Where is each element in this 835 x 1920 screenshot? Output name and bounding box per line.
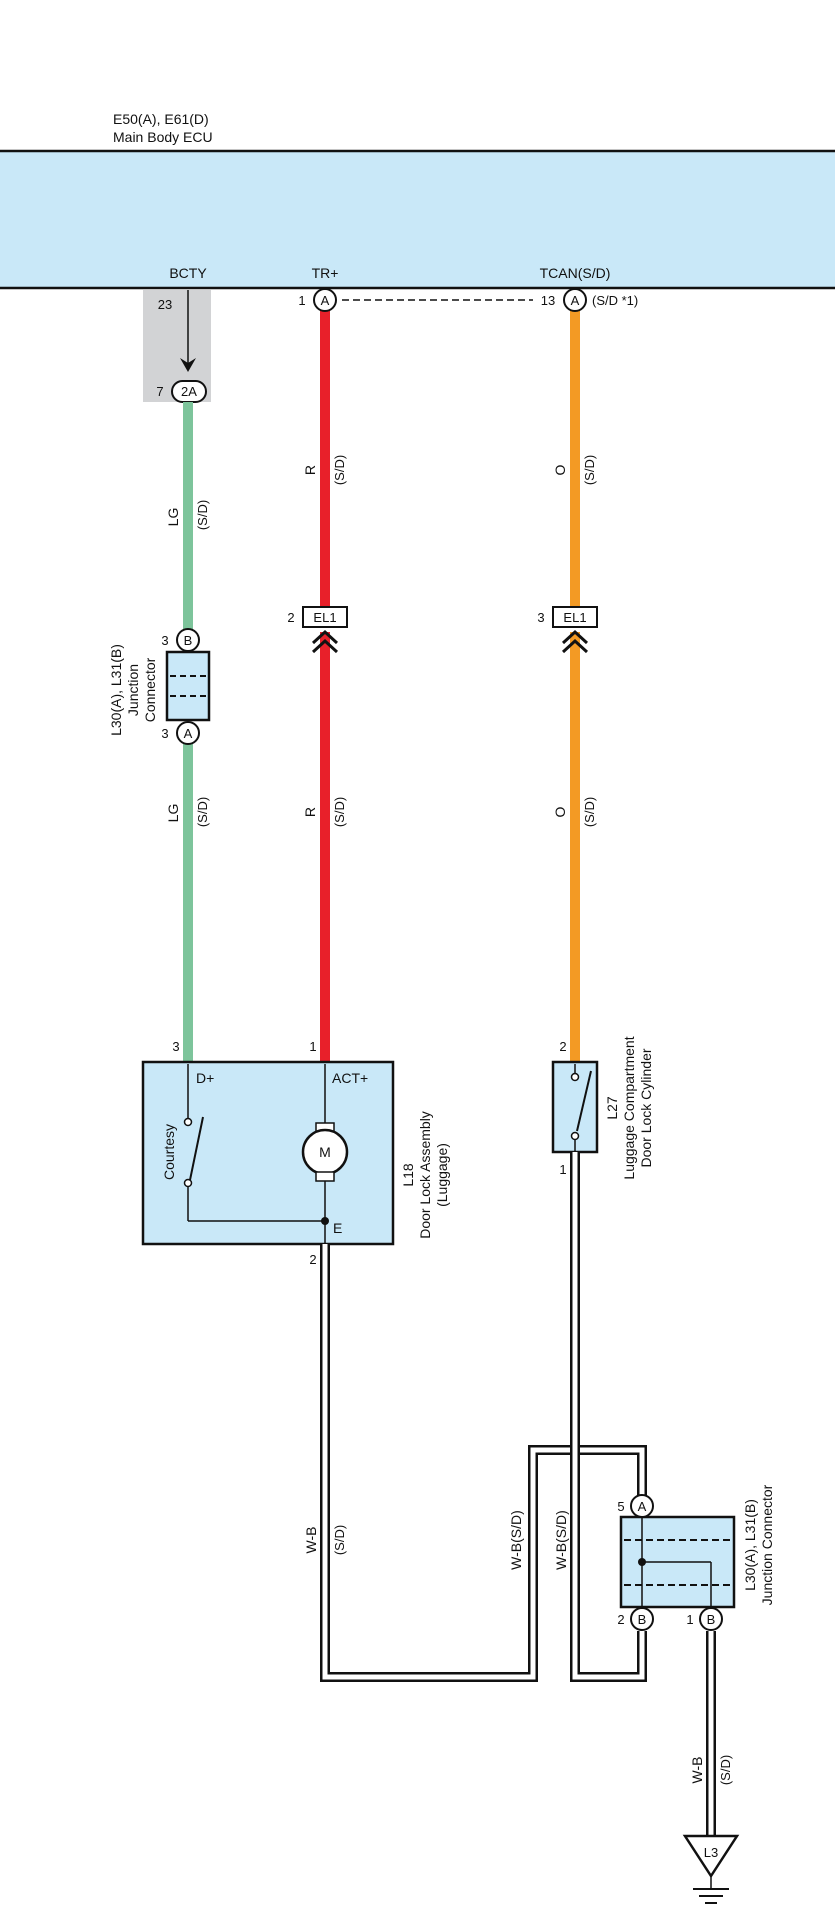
wire-wb-sd-1: (S/D) xyxy=(332,1525,347,1555)
wire-lg-code-1: LG xyxy=(165,508,181,527)
el1-r-pin: 2 xyxy=(287,610,294,625)
jct-top-pin-bottom: 3 xyxy=(161,726,168,741)
door-lock-line3: (Luggage) xyxy=(434,1143,450,1207)
tcan-pin: 13 xyxy=(541,293,555,308)
wire-o-sd-2: (S/D) xyxy=(582,797,597,827)
jct-top-conn-b: B xyxy=(184,633,193,648)
jct-bottom-conn-b-right: B xyxy=(707,1612,716,1627)
jct-bottom-pin-left: 2 xyxy=(617,1612,624,1627)
jct-top-pin-top: 3 xyxy=(161,633,168,648)
door-lock-terminal-act: ACT+ xyxy=(332,1070,368,1086)
door-lock-pin-e: 2 xyxy=(309,1252,316,1267)
cylinder-pin-bottom: 1 xyxy=(559,1162,566,1177)
wire-r-code-2: R xyxy=(302,807,318,817)
wire-wb-sd-code-2: W-B(S/D) xyxy=(508,1510,524,1570)
cylinder-pin-top: 2 xyxy=(559,1039,566,1054)
connector-el1-r: EL1 2 xyxy=(287,606,348,654)
wire-wb-sd-4: (S/D) xyxy=(718,1755,733,1785)
terminal-tr: TR+ xyxy=(312,265,339,281)
jct-bottom-line1: L30(A), L31(B) xyxy=(742,1499,758,1591)
ecu-title-line1: E50(A), E61(D) xyxy=(113,111,209,127)
cylinder-line3: Door Lock Cylinder xyxy=(638,1048,654,1167)
ground-l3: L3 xyxy=(682,1834,740,1904)
wire-r-sd-2: (S/D) xyxy=(332,797,347,827)
jct-bottom-pin-right: 1 xyxy=(686,1612,693,1627)
ecu-title-line2: Main Body ECU xyxy=(113,129,213,145)
wire-o-sd-1: (S/D) xyxy=(582,455,597,485)
wire-lg-code-2: LG xyxy=(165,804,181,823)
chevron-up-icon xyxy=(311,629,339,654)
bcty-branch: 23 2A 7 xyxy=(143,290,211,403)
tr-pin: 1 xyxy=(298,293,305,308)
wire-r-sd-1: (S/D) xyxy=(332,455,347,485)
chevron-up-icon xyxy=(561,629,589,654)
door-lock-id: L18 xyxy=(400,1163,416,1187)
junction-connector-bottom: A 5 B 2 B 1 L30(A), L31(B) Junction Conn… xyxy=(617,1484,775,1631)
bcty-pin-number: 23 xyxy=(158,297,172,312)
cylinder-line2: Luggage Compartment xyxy=(621,1036,637,1179)
junction-connector-top: B 3 A 3 L30(A), L31(B) Junction Connecto… xyxy=(108,628,211,745)
wire-r-code-1: R xyxy=(302,465,318,475)
el1-r-label: EL1 xyxy=(313,610,336,625)
wire-o: A 13 (S/D *1) O (S/D) O (S/D) xyxy=(541,288,638,1062)
tcan-note: (S/D *1) xyxy=(592,293,638,308)
junction-2a-pin: 7 xyxy=(156,384,163,399)
arrow-down-icon xyxy=(180,358,196,372)
door-lock-pin-d: 3 xyxy=(172,1039,179,1054)
wire-wb: W-B (S/D) W-B(S/D) W-B(S/D) W-B (S/D) xyxy=(303,1152,733,1836)
el1-o-label: EL1 xyxy=(563,610,586,625)
el1-o-pin: 3 xyxy=(537,610,544,625)
jct-bottom-conn-a: A xyxy=(638,1499,647,1514)
jct-bottom-pin-top: 5 xyxy=(617,1499,624,1514)
jct-top-line1: L30(A), L31(B) xyxy=(108,644,124,736)
wire-o-code-2: O xyxy=(552,806,568,817)
wire-wb-code-4: W-B xyxy=(689,1757,705,1784)
door-lock-assembly: 3 1 D+ ACT+ Courtesy M E 2 L18 Door Lock… xyxy=(141,1039,450,1267)
luggage-door-lock-cylinder: 2 1 L27 Luggage Compartment Door Lock Cy… xyxy=(551,1036,654,1180)
motor-label: M xyxy=(319,1144,331,1160)
cylinder-id: L27 xyxy=(604,1096,620,1120)
wire-lg: LG (S/D) LG (S/D) xyxy=(165,402,210,1062)
main-body-ecu: E50(A), E61(D) Main Body ECU BCTY TR+ TC… xyxy=(0,111,835,290)
ecu-box xyxy=(0,151,835,288)
wire-lg-sd-1: (S/D) xyxy=(195,500,210,530)
courtesy-switch-label: Courtesy xyxy=(161,1124,177,1180)
tcan-conn-a: A xyxy=(571,293,580,308)
door-lock-terminal-e: E xyxy=(333,1220,342,1236)
terminal-bcty: BCTY xyxy=(169,265,207,281)
junction-2a-label: 2A xyxy=(181,384,197,399)
wire-r: A 1 R (S/D) R (S/D) xyxy=(298,288,347,1062)
ground-label: L3 xyxy=(704,1845,718,1860)
wire-o-code-1: O xyxy=(552,464,568,475)
wire-lg-sd-2: (S/D) xyxy=(195,797,210,827)
connector-el1-o: EL1 3 xyxy=(537,606,598,654)
door-lock-pin-act: 1 xyxy=(309,1039,316,1054)
tr-conn-a: A xyxy=(321,293,330,308)
door-lock-line2: Door Lock Assembly xyxy=(417,1111,433,1239)
door-lock-terminal-d: D+ xyxy=(196,1070,214,1086)
jct-bottom-line2: Junction Connector xyxy=(759,1484,775,1605)
jct-bottom-conn-b-left: B xyxy=(638,1612,647,1627)
jct-top-conn-a: A xyxy=(184,726,193,741)
terminal-tcan: TCAN(S/D) xyxy=(540,265,611,281)
ground-triangle-icon xyxy=(682,1834,740,1879)
wire-wb-sd-code-3: W-B(S/D) xyxy=(553,1510,569,1570)
jct-top-line3: Connector xyxy=(142,657,158,722)
jct-top-line2: Junction xyxy=(125,664,141,716)
wire-wb-code-1: W-B xyxy=(303,1527,319,1554)
